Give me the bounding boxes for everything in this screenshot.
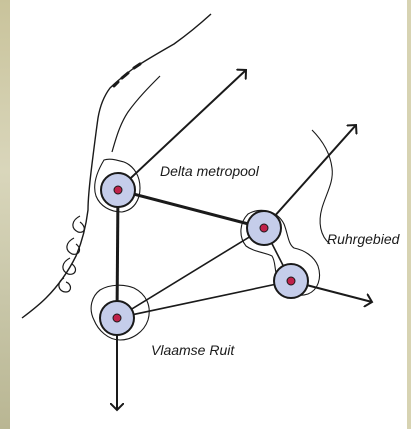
delta-islands — [59, 216, 84, 292]
arrow-northeast-ruhr — [264, 125, 356, 228]
label-delta-metropool: Delta metropool — [160, 163, 259, 179]
coastline-inner — [112, 76, 160, 152]
node-ruhr-east — [274, 264, 308, 298]
eastern-border — [312, 130, 332, 244]
label-vlaamse-ruit: Vlaamse Ruit — [151, 342, 234, 358]
node-delta — [101, 173, 135, 207]
wadden-islands — [114, 64, 140, 86]
node-vlaams — [100, 301, 134, 335]
node-ruhr-west — [247, 211, 281, 245]
connection-lines — [117, 190, 291, 318]
label-ruhrgebied: Ruhrgebied — [327, 231, 399, 247]
